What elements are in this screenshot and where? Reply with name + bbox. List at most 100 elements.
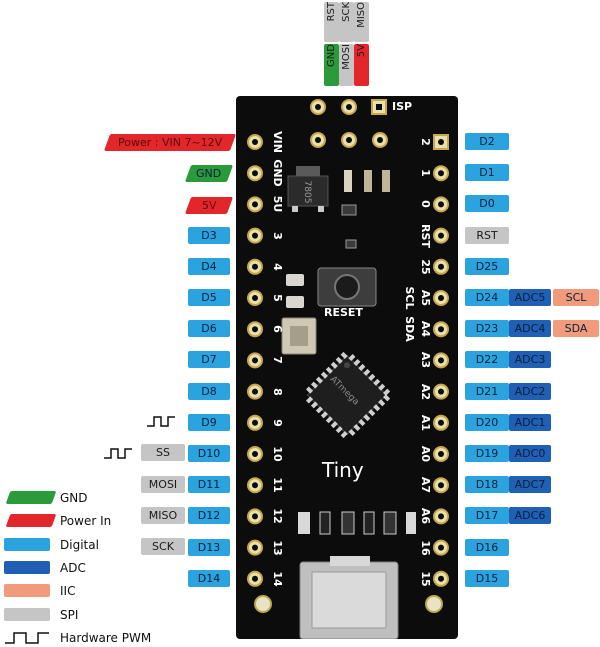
top-pin-label: SCK: [339, 2, 354, 42]
right-pin-label: A1: [419, 414, 432, 431]
resistor: [341, 204, 357, 216]
top-pin-label: MOSI: [339, 44, 354, 86]
left-pin-label: 3: [271, 231, 284, 240]
chip-pin: [330, 421, 338, 429]
isp-label: ISP: [392, 100, 413, 113]
left-digital-label: D8: [188, 382, 230, 400]
right-digital-label: D0: [465, 195, 509, 213]
chip-pin: [315, 376, 323, 384]
svg-text:7805: 7805: [302, 181, 312, 204]
micro-usb-connector: [299, 556, 399, 639]
resistor-row: [298, 511, 416, 535]
adc-label: ADC3: [509, 351, 551, 369]
left-pin-label: 11: [271, 477, 284, 493]
chip-pin: [320, 411, 328, 419]
pin-hole: [252, 544, 258, 551]
pin-hole: [252, 201, 258, 208]
iic-scl-label: SCL: [553, 289, 599, 306]
pin-hole: [438, 388, 444, 395]
adc-label: ADC1: [509, 413, 551, 431]
right-digital-label: D19: [465, 445, 509, 462]
chip-pin: [305, 396, 314, 404]
left-digital-label: D10: [188, 445, 230, 462]
right-pin-label: A2: [419, 383, 432, 400]
right-digital-label: D15: [465, 569, 509, 587]
top-pin-label: 5V: [354, 44, 369, 86]
chip-pin: [383, 388, 391, 396]
chip-pin: [330, 361, 338, 369]
chip-pin: [310, 381, 319, 389]
spi-mosi-label: MOSI: [141, 476, 185, 493]
pin-hole: [438, 139, 444, 145]
left-digital-label: D5: [188, 289, 230, 306]
spi-miso-label: MISO: [141, 507, 185, 524]
pin-hole: [438, 575, 444, 582]
chip-pin: [325, 366, 333, 374]
right-pin-label: A6: [419, 508, 432, 525]
right-pin-label: 16: [419, 539, 432, 556]
pin-hole: [252, 170, 258, 177]
pin-hole: [438, 419, 444, 426]
left-pin-label: 5U: [271, 196, 284, 213]
chip-pin: [340, 431, 348, 439]
pwm-wave-icon: [147, 416, 175, 427]
right-pin-label: A7: [419, 477, 432, 494]
right-pin-alt-label: SDA: [403, 316, 416, 342]
right-digital-label: D25: [465, 257, 509, 275]
reset-label: RESET: [324, 306, 363, 319]
right-pin-label: A5: [419, 289, 432, 307]
chip-pin: [348, 353, 356, 362]
right-pin-label: 1: [419, 169, 432, 178]
chip-pin: [378, 399, 386, 407]
right-pin-label: RST: [419, 223, 432, 248]
left-pin-label: 6: [271, 325, 284, 334]
chip-pin: [378, 383, 386, 391]
adc-label: ADC6: [509, 507, 551, 525]
right-pin-label: A4: [419, 321, 432, 338]
right-pin-label: 25: [419, 259, 432, 275]
left-pin-label: GND: [271, 159, 284, 187]
pin-hole: [438, 170, 444, 177]
legend-label: IIC: [60, 584, 76, 599]
top-pin-label: RST: [324, 2, 339, 42]
gnd-label: GND: [184, 165, 234, 182]
right-pin-alt-label: SCL: [403, 286, 416, 310]
right-pin-label: 2: [419, 138, 432, 146]
legend-label: Power In: [60, 514, 112, 529]
legend-swatch: [4, 607, 50, 621]
pin-hole: [438, 357, 444, 364]
left-pin-label: 14: [271, 571, 284, 587]
pin-hole: [252, 419, 258, 426]
pin-hole: [252, 482, 258, 489]
led-power: [364, 170, 372, 192]
legend-swatch: [4, 584, 50, 598]
mount-hole-right: [425, 595, 443, 613]
pin-hole: [252, 513, 258, 520]
chip-pin: [315, 406, 323, 414]
adc-label: ADC4: [509, 320, 551, 338]
chip-pin: [325, 416, 333, 424]
legend-label: Digital: [60, 537, 99, 552]
chip-pin: [335, 356, 343, 364]
pin-hole: [438, 513, 444, 520]
legend-label: GND: [60, 491, 88, 505]
capacitor: [344, 170, 352, 192]
left-pin-label: 4: [271, 262, 284, 271]
left-pin-label: 13: [271, 539, 284, 556]
pin-hole: [252, 295, 258, 301]
pwm-wave-icon: [104, 448, 132, 459]
mount-hole-left: [254, 595, 272, 613]
right-digital-label: D24: [465, 289, 509, 306]
legend-swatch: [4, 560, 50, 574]
right-digital-label: D21: [465, 382, 509, 400]
reset-button-graphic: [317, 267, 377, 307]
pin-hole: [252, 139, 258, 145]
left-digital-label: D3: [188, 226, 230, 244]
right-digital-label: D16: [465, 538, 509, 556]
left-digital-label: D14: [188, 569, 230, 587]
voltage-regulator: 7805: [287, 166, 329, 212]
left-digital-label: D11: [188, 476, 230, 494]
pin-hole: [438, 451, 444, 457]
